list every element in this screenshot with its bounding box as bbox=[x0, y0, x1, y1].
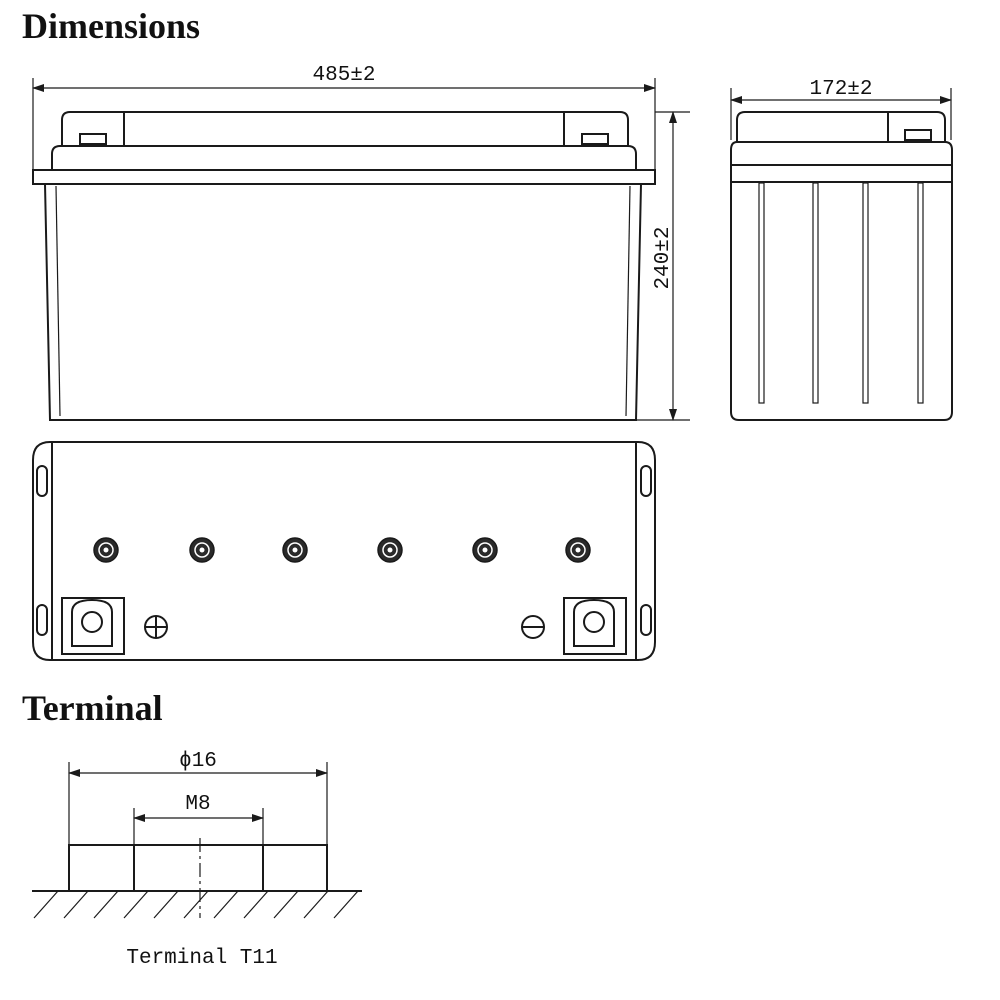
outer-diameter-label: ϕ16 bbox=[179, 750, 217, 773]
lid-flange bbox=[32, 169, 656, 185]
vent-cap bbox=[189, 537, 215, 563]
ground-hatch bbox=[33, 890, 359, 919]
terminal-cap-right bbox=[581, 133, 609, 145]
width-dimension-label: 172±2 bbox=[809, 78, 872, 101]
positive-terminal-post bbox=[61, 597, 125, 655]
side-rib bbox=[862, 182, 869, 404]
side-rib bbox=[812, 182, 819, 404]
mounting-slot bbox=[36, 465, 48, 497]
length-dimension-label: 485±2 bbox=[312, 64, 375, 87]
vent-cap bbox=[565, 537, 591, 563]
terminal-caption: Terminal T11 bbox=[126, 947, 277, 970]
side-terminal-cap bbox=[904, 129, 932, 141]
terminal-cap-left bbox=[79, 133, 107, 145]
vent-cap bbox=[472, 537, 498, 563]
top-view bbox=[32, 441, 656, 661]
mounting-slot bbox=[640, 465, 652, 497]
side-rib bbox=[917, 182, 924, 404]
side-view: 172±2 bbox=[730, 78, 953, 421]
minus-terminal-icon bbox=[521, 615, 545, 639]
vent-cap bbox=[93, 537, 119, 563]
plus-terminal-icon bbox=[144, 615, 168, 639]
mounting-slot bbox=[36, 604, 48, 636]
mounting-slot bbox=[640, 604, 652, 636]
front-view: 485±2 240±2 bbox=[32, 64, 690, 421]
side-rib bbox=[758, 182, 765, 404]
terminal-detail: ϕ16 M8 Terminal T11 bbox=[32, 750, 362, 970]
height-dimension-label: 240±2 bbox=[652, 226, 675, 289]
vent-cap bbox=[377, 537, 403, 563]
terminal-heading: Terminal bbox=[22, 688, 163, 728]
negative-terminal-post bbox=[563, 597, 627, 655]
dimensions-heading: Dimensions bbox=[22, 6, 201, 46]
vent-cap bbox=[282, 537, 308, 563]
thread-label: M8 bbox=[185, 793, 210, 816]
